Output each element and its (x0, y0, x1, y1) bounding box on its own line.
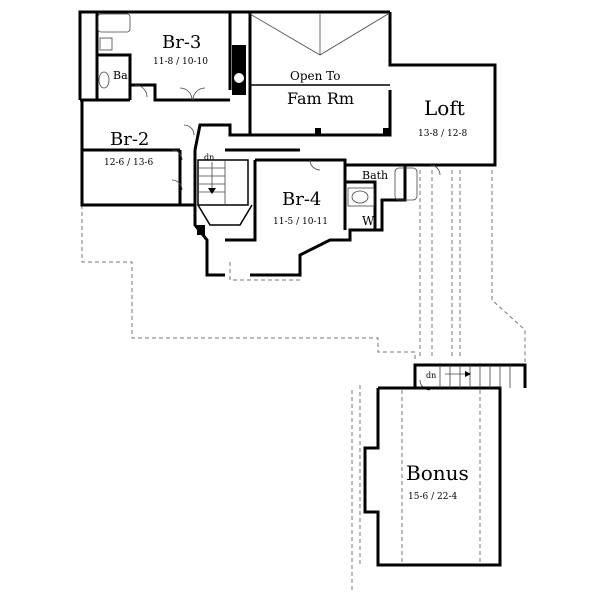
room-labels: Br-3 11-8 / 10-10 Ba Open To Fam Rm Loft… (104, 32, 469, 502)
chimney-flue (234, 73, 244, 83)
chimney (232, 45, 246, 95)
room-bath-name: Bath (362, 169, 388, 182)
room-br2-dims: 12-6 / 13-6 (104, 158, 153, 168)
bonus-room: dn (363, 363, 527, 567)
room-loft-dims: 13-8 / 12-8 (418, 129, 467, 139)
tub-ba (97, 13, 131, 33)
column (197, 225, 205, 235)
room-br4-name: Br-4 (282, 189, 321, 210)
room-bonus-name: Bonus (406, 461, 469, 485)
fixtures (97, 13, 418, 235)
roof-outline (81, 170, 526, 590)
stair-down-arrow-icon (208, 188, 216, 194)
post (315, 128, 321, 134)
room-loft-name: Loft (424, 96, 465, 120)
upper-floor-walls (78, 10, 497, 277)
bonus-stair-arrow-icon (465, 371, 471, 377)
stair-label: dn (204, 153, 214, 162)
room-br3-name: Br-3 (162, 32, 201, 53)
room-open-line1: Open To (290, 69, 340, 83)
doors (134, 84, 441, 391)
room-bonus-dims: 15-6 / 22-4 (408, 492, 457, 502)
room-br3-dims: 11-8 / 10-10 (153, 57, 208, 67)
tub-bath (394, 167, 418, 201)
open-to-lines (249, 13, 389, 56)
room-br2-name: Br-2 (110, 129, 149, 150)
toilet-ba (99, 37, 113, 51)
post (383, 128, 389, 134)
room-br4-dims: 11-5 / 10-11 (273, 217, 328, 227)
sink-bath (351, 190, 369, 204)
main-stair: dn (197, 153, 253, 226)
room-open-line2: Fam Rm (287, 89, 354, 108)
room-w-name: W (362, 214, 375, 228)
sink-ba (98, 71, 110, 89)
bonus-stair-label: dn (426, 371, 436, 380)
room-ba-name: Ba (113, 69, 128, 82)
vanity-bath (347, 187, 375, 207)
